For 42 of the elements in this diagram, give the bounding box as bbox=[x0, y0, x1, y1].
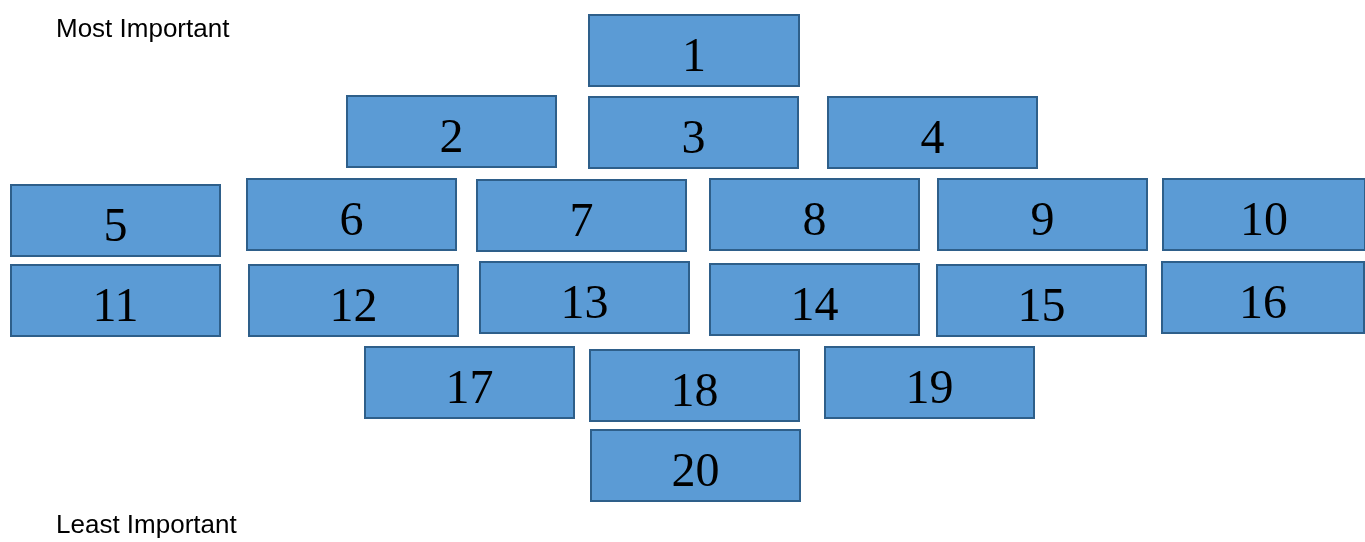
rank-box bbox=[589, 349, 800, 422]
rank-box bbox=[937, 178, 1148, 251]
rank-box bbox=[827, 96, 1038, 169]
rank-box bbox=[10, 264, 221, 337]
rank-number: 12 bbox=[329, 281, 378, 329]
rank-box bbox=[709, 263, 920, 336]
rank-number: 19 bbox=[905, 363, 954, 411]
rank-number: 18 bbox=[670, 366, 719, 414]
rank-box bbox=[1161, 261, 1365, 334]
rank-box bbox=[246, 178, 457, 251]
rank-box bbox=[1162, 178, 1365, 251]
rank-number: 17 bbox=[445, 363, 494, 411]
rank-box bbox=[10, 184, 221, 257]
rank-box bbox=[248, 264, 459, 337]
rank-number: 1 bbox=[682, 31, 706, 79]
rank-number: 20 bbox=[671, 446, 720, 494]
rank-box bbox=[588, 96, 799, 169]
rank-box bbox=[709, 178, 920, 251]
rank-number: 2 bbox=[439, 112, 464, 160]
rank-number: 3 bbox=[681, 113, 706, 161]
rank-number: 4 bbox=[920, 113, 945, 161]
rank-number: 11 bbox=[92, 281, 139, 329]
scale-label: Most Important bbox=[56, 14, 230, 43]
rank-box bbox=[346, 95, 557, 168]
rank-box bbox=[936, 264, 1147, 337]
rank-box bbox=[590, 429, 801, 502]
rank-box bbox=[479, 261, 690, 334]
rank-box bbox=[588, 14, 800, 87]
rank-number: 15 bbox=[1017, 281, 1066, 329]
rank-number: 9 bbox=[1030, 195, 1055, 243]
rank-number: 5 bbox=[103, 201, 128, 249]
rank-number: 14 bbox=[790, 280, 839, 328]
rank-number: 7 bbox=[569, 196, 594, 244]
rank-number: 13 bbox=[560, 278, 609, 326]
scale-label: Least Important bbox=[56, 510, 237, 539]
rank-number: 16 bbox=[1239, 278, 1287, 326]
rank-number: 6 bbox=[339, 195, 364, 243]
rank-number: 8 bbox=[802, 195, 827, 243]
rank-box bbox=[824, 346, 1035, 419]
rank-box bbox=[364, 346, 575, 419]
rank-number: 10 bbox=[1240, 195, 1288, 243]
rank-box bbox=[476, 179, 687, 252]
